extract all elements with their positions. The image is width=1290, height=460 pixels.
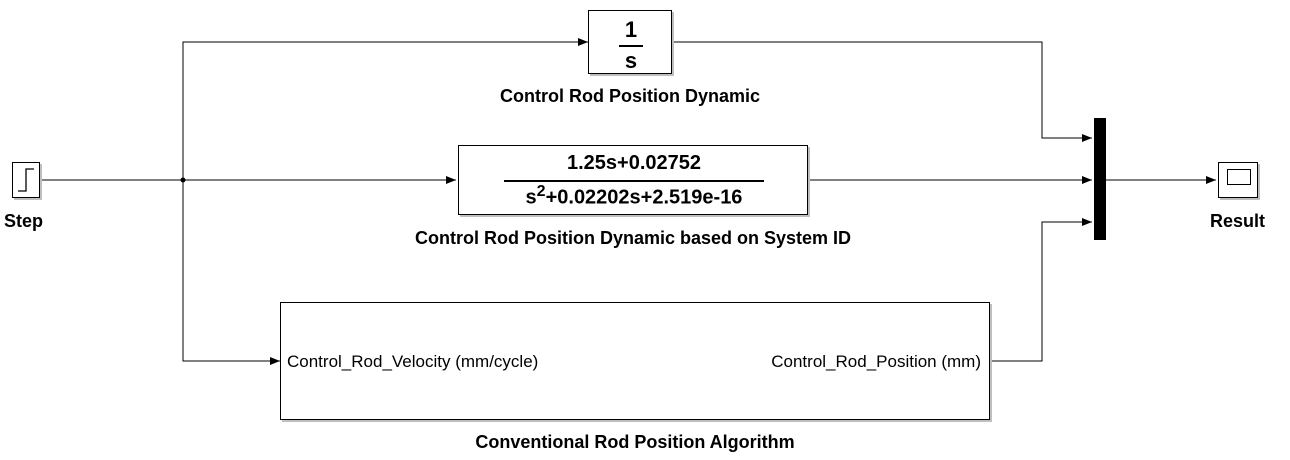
subsystem-output-port: Control_Rod_Position (mm): [771, 352, 981, 371]
integrator-numerator: 1: [624, 17, 638, 42]
subsystem-block[interactable]: Control_Rod_Velocity (mm/cycle) Control_…: [280, 302, 990, 420]
subsystem-output-line[interactable]: [990, 218, 1092, 362]
denominator-rest: +0.02202s+2.519e-16: [545, 186, 743, 209]
scope-label: Result: [1210, 211, 1266, 231]
branch-point: [180, 177, 186, 183]
denominator-exponent: 2: [536, 183, 546, 200]
transfer-fcn-block[interactable]: 1.25s+0.02752 s2+0.02202s+2.519e-16: [458, 145, 808, 215]
transfer-fcn-fraction-bar: [504, 180, 764, 182]
integrator-denominator: s: [624, 48, 638, 73]
scope-block[interactable]: [1218, 162, 1258, 198]
step-block[interactable]: [12, 162, 40, 198]
step-label: Step: [4, 211, 44, 231]
mux-block[interactable]: [1094, 118, 1106, 240]
subsystem-label: Conventional Rod Position Algorithm: [475, 432, 795, 452]
scope-screen-icon: [1227, 169, 1251, 185]
integrator-output-line[interactable]: [672, 41, 1092, 142]
integrator-fraction-bar: [619, 45, 643, 47]
line-to-subsystem[interactable]: [182, 180, 280, 365]
transfer-fcn-numerator: 1.25s+0.02752: [566, 152, 702, 174]
transfer-fcn-label: Control Rod Position Dynamic based on Sy…: [414, 228, 852, 248]
integrator-block[interactable]: 1 s: [588, 10, 672, 74]
line-to-integrator[interactable]: [182, 38, 588, 180]
subsystem-input-port: Control_Rod_Velocity (mm/cycle): [287, 352, 539, 371]
integrator-label: Control Rod Position Dynamic: [499, 86, 760, 106]
denominator-base: s: [525, 186, 537, 209]
transfer-fcn-denominator: s2+0.02202s+2.519e-16: [459, 183, 809, 210]
step-icon: [18, 168, 34, 192]
